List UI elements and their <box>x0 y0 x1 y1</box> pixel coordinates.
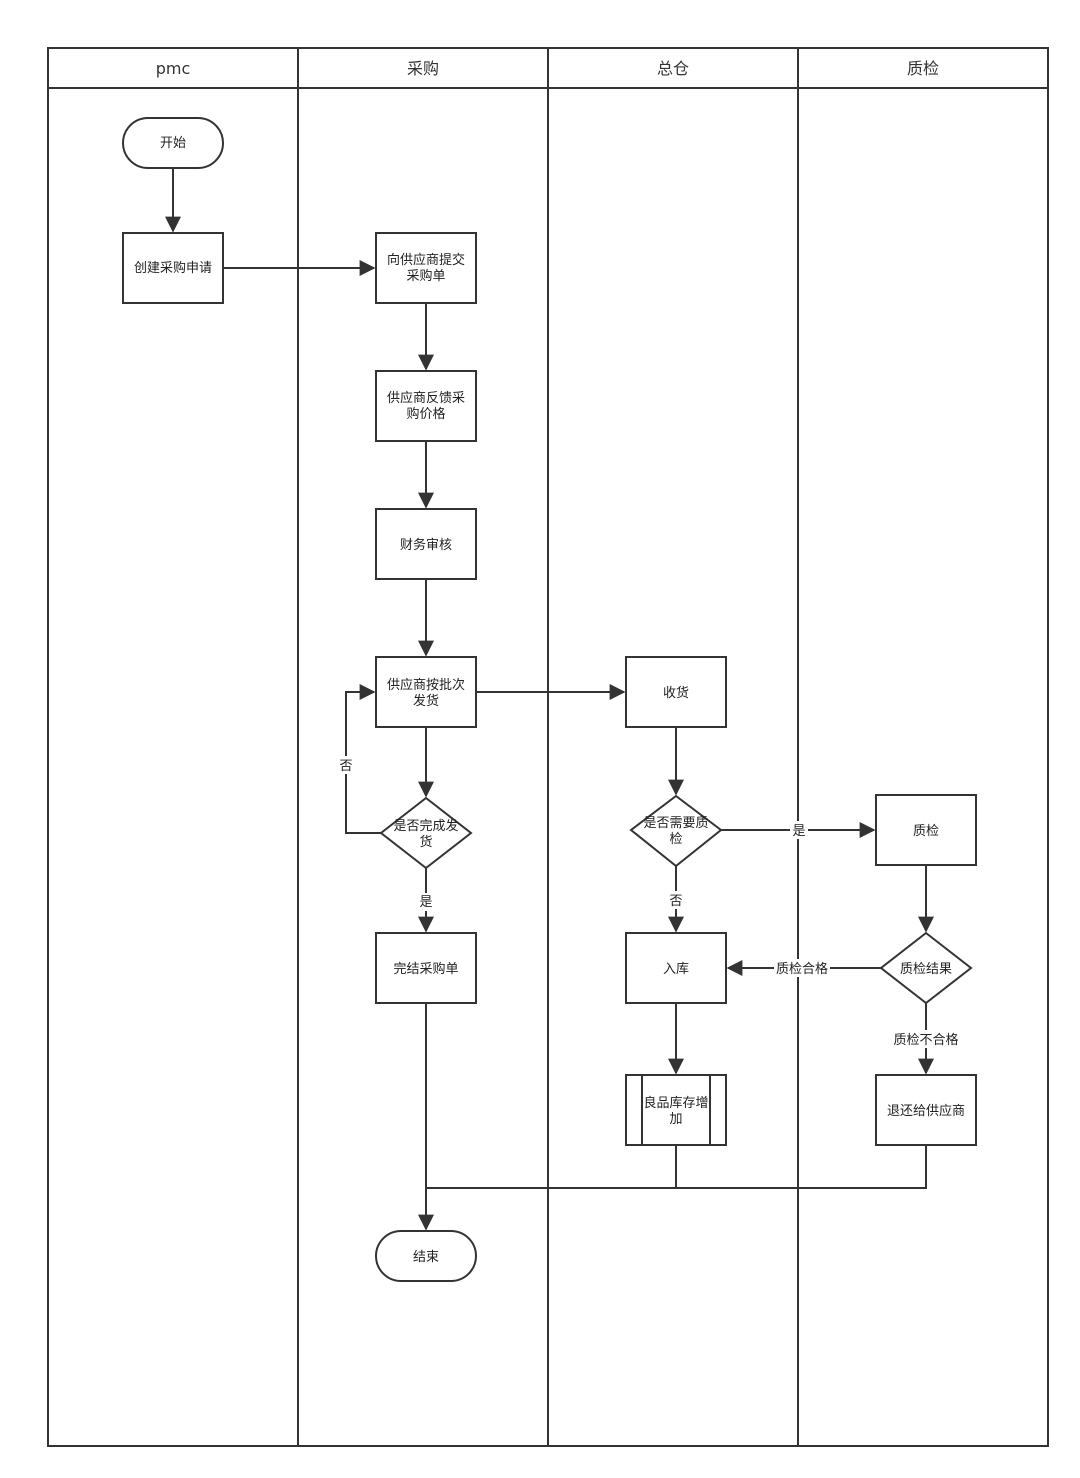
node-label: 创建采购申请 <box>134 260 212 276</box>
node-label: 向供应商提交 <box>387 252 465 268</box>
swimlane-frame <box>47 47 1049 1447</box>
node-label: 质检结果 <box>900 962 952 977</box>
edge-increase-to-end <box>426 1145 677 1189</box>
nodes: 开始 创建采购申请 向供应商提交 采购单 供应商反馈采 购价格 财务审核 供应商… <box>122 117 977 1282</box>
edge-label-qc-fail: 质检不合格 <box>893 1032 958 1048</box>
node-label: 是否需要质 <box>643 816 708 831</box>
node-close-po: 完结采购单 <box>375 932 477 1004</box>
node-label: 收货 <box>663 685 689 701</box>
node-label: 财务审核 <box>400 537 452 553</box>
edge-label-yes: 是 <box>792 824 805 839</box>
node-create-request: 创建采购申请 <box>122 232 224 304</box>
node-receive: 收货 <box>625 656 727 728</box>
node-submit-po: 向供应商提交 采购单 <box>375 232 477 304</box>
node-start: 开始 <box>122 117 224 169</box>
node-finance-review: 财务审核 <box>375 508 477 580</box>
node-supplier-price: 供应商反馈采 购价格 <box>375 370 477 442</box>
node-stock-in: 入库 <box>625 932 727 1004</box>
lane-title-warehouse: 总仓 <box>657 59 689 78</box>
node-label: 购价格 <box>406 406 445 422</box>
node-end: 结束 <box>375 1230 477 1282</box>
node-label: 是否完成发 <box>393 818 458 834</box>
node-label: 结束 <box>413 1250 439 1265</box>
edge-label-no: 否 <box>339 759 352 774</box>
lane-title-qc: 质检 <box>907 59 939 78</box>
node-label: 发货 <box>413 693 439 709</box>
edges <box>165 168 934 1231</box>
node-ship-batches: 供应商按批次 发货 <box>375 656 477 728</box>
node-label: 检 <box>669 832 682 847</box>
node-label: 入库 <box>663 961 689 977</box>
node-label: 采购单 <box>406 268 445 284</box>
edge-return-to-end <box>676 1145 927 1189</box>
node-label: 良品库存增 <box>643 1095 708 1111</box>
node-label: 供应商反馈采 <box>387 390 465 406</box>
node-stock-increase: 良品库存增 加 <box>625 1074 727 1146</box>
node-label: 完结采购单 <box>393 961 458 977</box>
node-ship-done-decision: 是否完成发 货 <box>379 796 473 870</box>
node-need-qc-decision: 是否需要质 检 <box>629 794 723 868</box>
edge-label-no: 否 <box>669 894 682 909</box>
node-label: 退还给供应商 <box>887 1103 965 1119</box>
node-return-supplier: 退还给供应商 <box>875 1074 977 1146</box>
lane-title-purchase: 采购 <box>407 59 439 78</box>
node-qc-result-decision: 质检结果 <box>879 931 973 1005</box>
node-label: 质检 <box>913 824 939 839</box>
node-label: 开始 <box>160 136 186 151</box>
node-label: 供应商按批次 <box>387 677 465 693</box>
lane-title-pmc: pmc <box>156 59 191 78</box>
edge-label-qc-pass: 质检合格 <box>776 961 828 977</box>
edge-label-yes: 是 <box>419 895 432 910</box>
edge-labels: 否 是 是 否 质检合格 质检不合格 <box>337 756 962 1048</box>
node-label: 货 <box>419 834 432 850</box>
node-qc-task: 质检 <box>875 794 977 866</box>
lane-headers: pmc 采购 总仓 质检 <box>156 59 939 78</box>
node-label: 加 <box>669 1112 682 1127</box>
